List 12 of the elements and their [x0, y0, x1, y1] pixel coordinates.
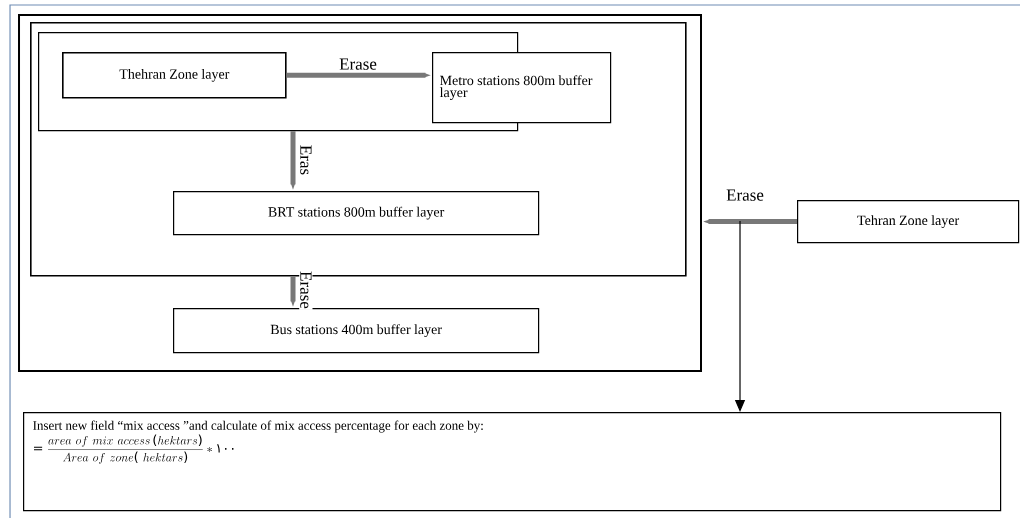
edge-label: Erase	[299, 270, 313, 310]
process-box: Tehran Zone layer	[797, 200, 1020, 244]
outer-box	[18, 14, 702, 372]
edge-label: Eras	[299, 143, 313, 177]
edge-label: Erase	[725, 188, 765, 202]
process-box: Metro stations 800m buffer layer	[432, 52, 612, 124]
process-box: BRT stations 800m buffer layer	[173, 191, 540, 236]
group-box	[38, 32, 519, 132]
process-box: Thehran Zone layer	[62, 52, 287, 99]
process-box: Bus stations 400m buffer layer	[173, 308, 540, 354]
edge-label: Erase	[338, 57, 378, 71]
formula-box: Insert new field “mix access ”and calculate of mix access percentage for each zone by: $=\frac{area\ of\ mix\ access\,(hektars)}{Area\ of\ zone(\ hektars)}*١٠٠$	[23, 411, 1002, 512]
